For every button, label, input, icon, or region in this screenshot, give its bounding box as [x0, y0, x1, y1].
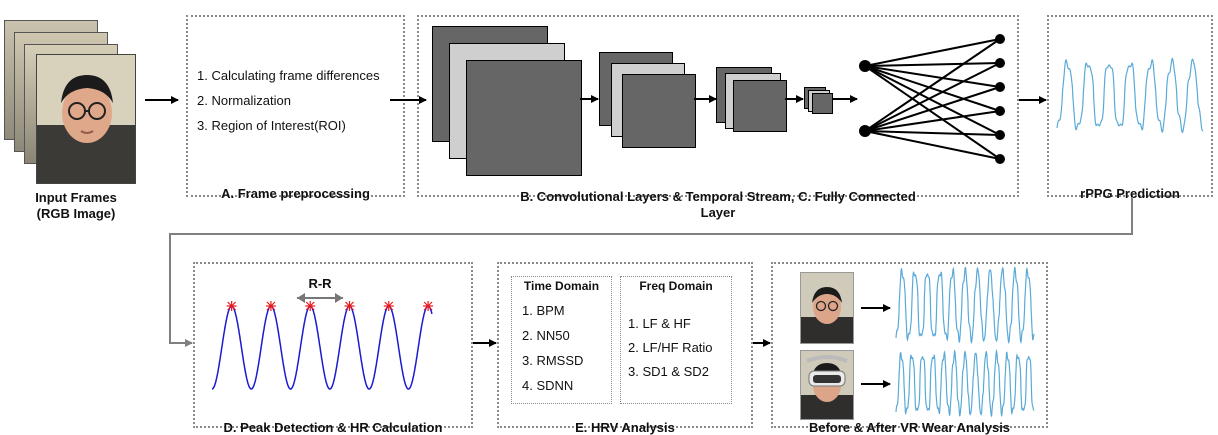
- peak-detection-box: [193, 262, 473, 428]
- rppg-box: [1047, 15, 1213, 197]
- face-photo-icon: [801, 273, 853, 343]
- fc-input-node: [859, 60, 871, 72]
- time-domain-box: [511, 276, 612, 404]
- preprocessing-title: A. Frame preprocessing: [221, 186, 370, 201]
- before-vr-photo: [800, 272, 854, 344]
- conv-layer-3c: [733, 80, 787, 132]
- rppg-title: rPPG Prediction: [1080, 186, 1180, 201]
- peak-markers: [226, 301, 434, 311]
- time-domain-item: 3. RMSSD: [522, 353, 584, 368]
- fully-connected-network: [859, 34, 1005, 164]
- vr-headset-face-icon: [801, 351, 853, 419]
- conv-layer-4c: [812, 93, 833, 114]
- vr-analysis-box: [771, 262, 1048, 428]
- peak-marker-icon: [383, 301, 394, 311]
- peak-marker-icon: [265, 301, 276, 311]
- vr-analysis-title: Before & After VR Wear Analysis: [808, 420, 1011, 435]
- time-domain-item: 1. BPM: [522, 303, 565, 318]
- freq-domain-item: 3. SD1 & SD2: [628, 364, 709, 379]
- time-domain-item: 4. SDNN: [522, 378, 574, 393]
- peak-detection-signal: [211, 305, 433, 390]
- fc-edges: [864, 38, 1001, 160]
- freq-domain-item: 2. LF/HF Ratio: [628, 340, 713, 355]
- peak-marker-icon: [423, 301, 434, 311]
- network-title-2: Layer: [700, 205, 736, 220]
- time-domain-header: Time Domain: [523, 279, 600, 293]
- before-vr-signal: [895, 266, 1035, 345]
- fc-output-node: [995, 130, 1005, 140]
- preprocessing-box: [186, 15, 405, 197]
- freq-domain-item: 1. LF & HF: [628, 316, 691, 331]
- fc-output-node: [995, 58, 1005, 68]
- preprocess-step-1: 1. Calculating frame differences: [197, 68, 380, 83]
- freq-domain-header: Freq Domain: [639, 279, 713, 293]
- face-frame-front: [36, 54, 136, 184]
- fc-output-node: [995, 106, 1005, 116]
- rppg-signal-line: [1056, 57, 1204, 134]
- peak-marker-icon: [305, 301, 316, 311]
- preprocess-step-2: 2. Normalization: [197, 93, 291, 108]
- rr-arrowhead-right: [335, 293, 343, 303]
- freq-domain-box: [620, 276, 732, 404]
- rr-arrowhead-left: [297, 293, 305, 303]
- peak-detection-title: D. Peak Detection & HR Calculation: [223, 420, 443, 435]
- fc-output-node: [995, 82, 1005, 92]
- peak-marker-icon: [226, 301, 237, 311]
- after-vr-signal: [895, 348, 1035, 418]
- input-caption-2: (RGB Image): [36, 206, 116, 221]
- rr-interval-label: R-R: [308, 276, 332, 291]
- input-caption-1: Input Frames: [35, 190, 117, 205]
- input-frames-stack: [4, 20, 136, 190]
- conv-layer-1c: [466, 60, 582, 176]
- fc-input-node: [859, 125, 871, 137]
- fc-output-node: [995, 34, 1005, 44]
- hrv-title: E. HRV Analysis: [575, 420, 675, 435]
- conv-layer-2c: [622, 74, 696, 148]
- preprocess-step-3: 3. Region of Interest(ROI): [197, 118, 346, 133]
- arrow-rppg-to-peak: [169, 197, 1133, 347]
- hrv-box: [497, 262, 753, 428]
- network-box: [417, 15, 1019, 197]
- time-domain-item: 2. NN50: [522, 328, 570, 343]
- after-vr-photo: [800, 350, 854, 420]
- peak-marker-icon: [344, 301, 355, 311]
- network-title-1: B. Convolutional Layers & Temporal Strea…: [520, 189, 916, 204]
- fc-output-node: [995, 154, 1005, 164]
- face-photo-icon: [37, 55, 135, 183]
